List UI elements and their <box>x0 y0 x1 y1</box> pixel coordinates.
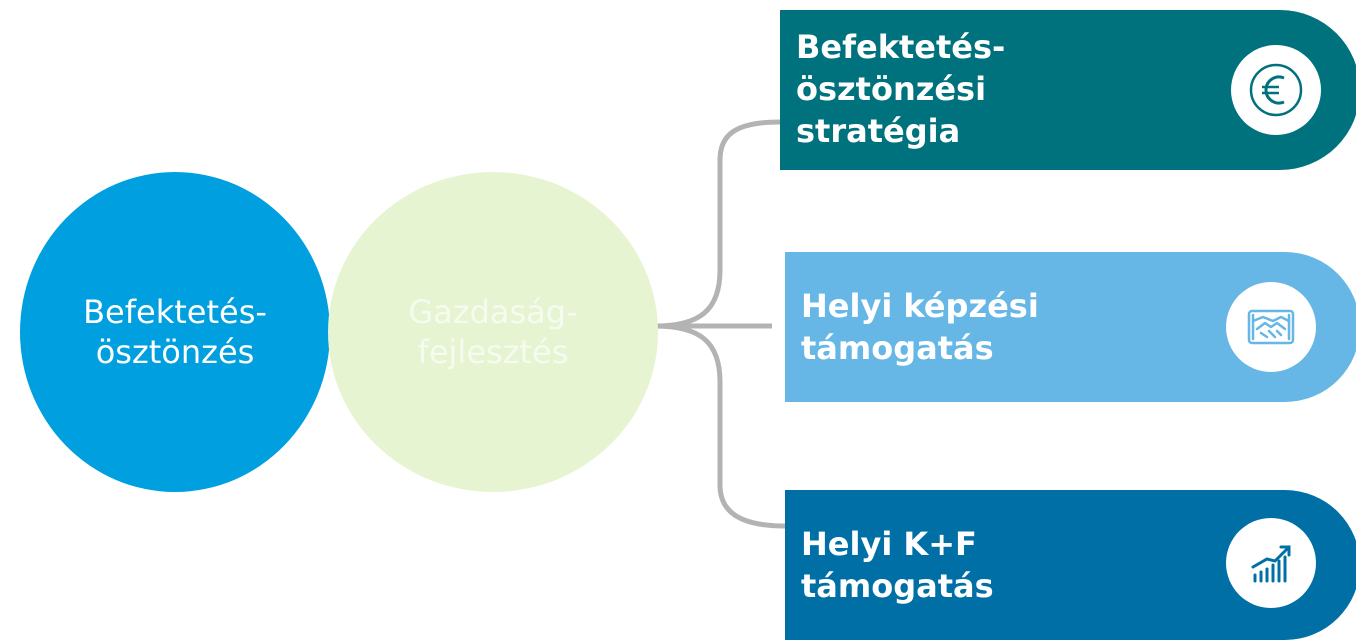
investment-strategy-line1: Befektetés- <box>796 28 1006 66</box>
growth-chart-icon-disc <box>1226 518 1316 608</box>
local-rnd-line2: támogatás <box>801 567 994 605</box>
investment-strategy-line2: ösztönzési <box>796 70 987 108</box>
economic-development-circle: Gazdaság- fejlesztés <box>328 172 658 492</box>
local-training-line1: Helyi képzési <box>801 287 1039 325</box>
investment-promotion-label-line2: ösztönzés <box>95 333 255 371</box>
euro-icon-disc <box>1231 45 1321 135</box>
investment-promotion-label-line1: Befektetés- <box>83 293 267 331</box>
handshake-icon-disc <box>1226 282 1316 372</box>
local-rnd-support-banner: Helyi K+F támogatás <box>785 490 1356 640</box>
investment-strategy-line3: stratégia <box>796 112 961 150</box>
investment-strategy-banner: Befektetés- ösztönzési stratégia <box>780 10 1356 170</box>
economic-development-label-line1: Gazdaság- <box>408 293 578 331</box>
handshake-icon <box>1247 309 1295 345</box>
investment-promotion-circle: Befektetés- ösztönzés <box>20 172 330 492</box>
euro-icon <box>1249 63 1303 117</box>
local-training-support-banner: Helyi képzési támogatás <box>785 252 1356 402</box>
economic-development-label-line2: fejlesztés <box>417 333 569 371</box>
growth-chart-icon <box>1251 545 1291 583</box>
local-training-line2: támogatás <box>801 329 994 367</box>
local-rnd-line1: Helyi K+F <box>801 525 977 563</box>
